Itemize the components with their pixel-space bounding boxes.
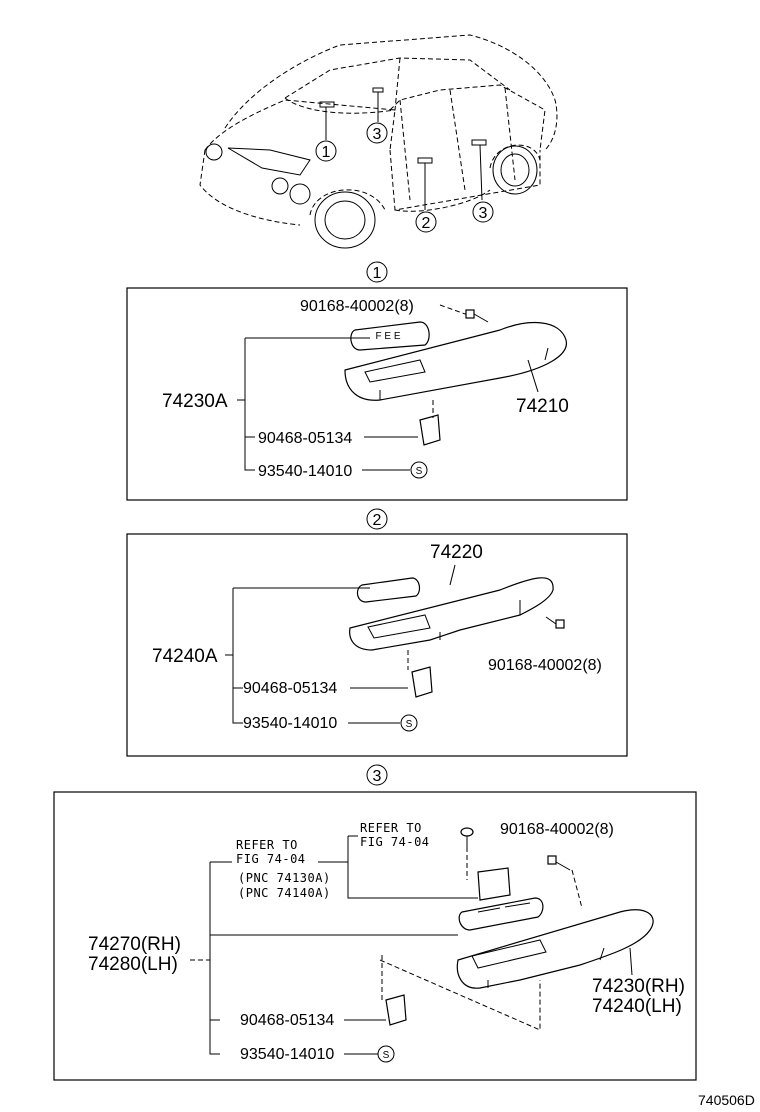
- car-illustration: 1 3 2 3: [199, 34, 558, 249]
- s1-screw-part-label: 90168-40002(8): [300, 298, 414, 315]
- car-callout-3-rear: 3: [472, 201, 494, 223]
- svg-text:3: 3: [479, 205, 488, 222]
- section-1-box: [126, 287, 628, 501]
- s3-pnc2: (PNC 74140A): [238, 886, 331, 900]
- section-3-header: 3: [366, 764, 388, 786]
- section-3-parts: REFER TO FIG 74-04 (PNC 74130A) (PNC 741…: [88, 821, 685, 1063]
- s2-screw-label: 93540-14010: [243, 715, 337, 732]
- section-3-box: [53, 791, 697, 1081]
- section-1-parts: 90168-40002(8) F E E S 74230A 74210 9046…: [162, 298, 569, 480]
- s3-armrest: [456, 909, 654, 989]
- s1-screw-s-icon: [410, 461, 428, 479]
- car-callout-3-front: 3: [366, 122, 388, 144]
- s1-clip-label: 90468-05134: [258, 430, 352, 447]
- s1-assembly-label: 74230A: [162, 391, 228, 412]
- s3-refer2-line1: REFER TO: [360, 821, 422, 835]
- s2-armrest: [349, 577, 554, 651]
- section-2-box: [126, 533, 628, 757]
- car-callout-2: 2: [415, 211, 437, 233]
- s2-clip-icon: [411, 666, 433, 698]
- s1-armrest: [344, 321, 567, 401]
- s1-switch-panel: [350, 321, 430, 351]
- s2-screw-part-label: 90168-40002(8): [488, 657, 602, 674]
- s3-screw-icon: [547, 855, 571, 871]
- section-2-header: 2: [366, 508, 388, 530]
- svg-text:S: S: [406, 719, 413, 730]
- s1-screw-label: 93540-14010: [258, 463, 352, 480]
- s2-assembly-label: 74240A: [152, 646, 218, 667]
- svg-text:F E E: F E E: [375, 331, 400, 342]
- s1-clip-icon: [419, 414, 441, 446]
- s3-pnc1: (PNC 74130A): [238, 871, 331, 885]
- svg-text:3: 3: [373, 126, 382, 143]
- section-2-parts: 74220 90168-40002(8) S 74240A 90468-0513…: [152, 542, 602, 732]
- s3-refer1-line1: REFER TO: [236, 838, 298, 852]
- svg-text:1: 1: [322, 144, 331, 161]
- s3-refer1-line2: FIG 74-04: [236, 852, 306, 866]
- car-callout-1: 1: [315, 140, 337, 162]
- s3-switch-panel: [458, 897, 544, 931]
- s2-screw-icon: [545, 616, 565, 629]
- svg-text:S: S: [383, 1050, 390, 1061]
- s3-armrest-rh-label: 74230(RH): [592, 976, 685, 997]
- s3-screw-part-label: 90168-40002(8): [500, 821, 614, 838]
- s3-clip-label: 90468-05134: [240, 1012, 334, 1029]
- svg-text:1: 1: [373, 265, 382, 282]
- s3-pin-icon: [460, 827, 474, 852]
- s3-assembly-lh-label: 74280(LH): [88, 954, 178, 975]
- svg-text:3: 3: [373, 768, 382, 785]
- s1-screw-icon: [465, 309, 489, 323]
- s3-refer2-line2: FIG 74-04: [360, 835, 430, 849]
- s2-armrest-label: 74220: [430, 542, 483, 563]
- svg-text:S: S: [416, 466, 423, 477]
- svg-text:2: 2: [422, 215, 431, 232]
- s2-switch-panel: [356, 577, 421, 603]
- svg-text:2: 2: [373, 512, 382, 529]
- s3-screw-label: 93540-14010: [240, 1046, 334, 1063]
- s3-switch-block: [477, 867, 511, 901]
- s3-assembly-rh-label: 74270(RH): [88, 934, 181, 955]
- diagram-code: 740506D: [698, 1092, 755, 1108]
- section-1-header: 1: [366, 261, 388, 283]
- s3-clip-icon: [385, 994, 407, 1026]
- s3-armrest-lh-label: 74240(LH): [592, 996, 682, 1017]
- s2-clip-label: 90468-05134: [243, 680, 337, 697]
- s2-screw-s-icon: [400, 714, 418, 732]
- s1-armrest-label: 74210: [516, 396, 569, 417]
